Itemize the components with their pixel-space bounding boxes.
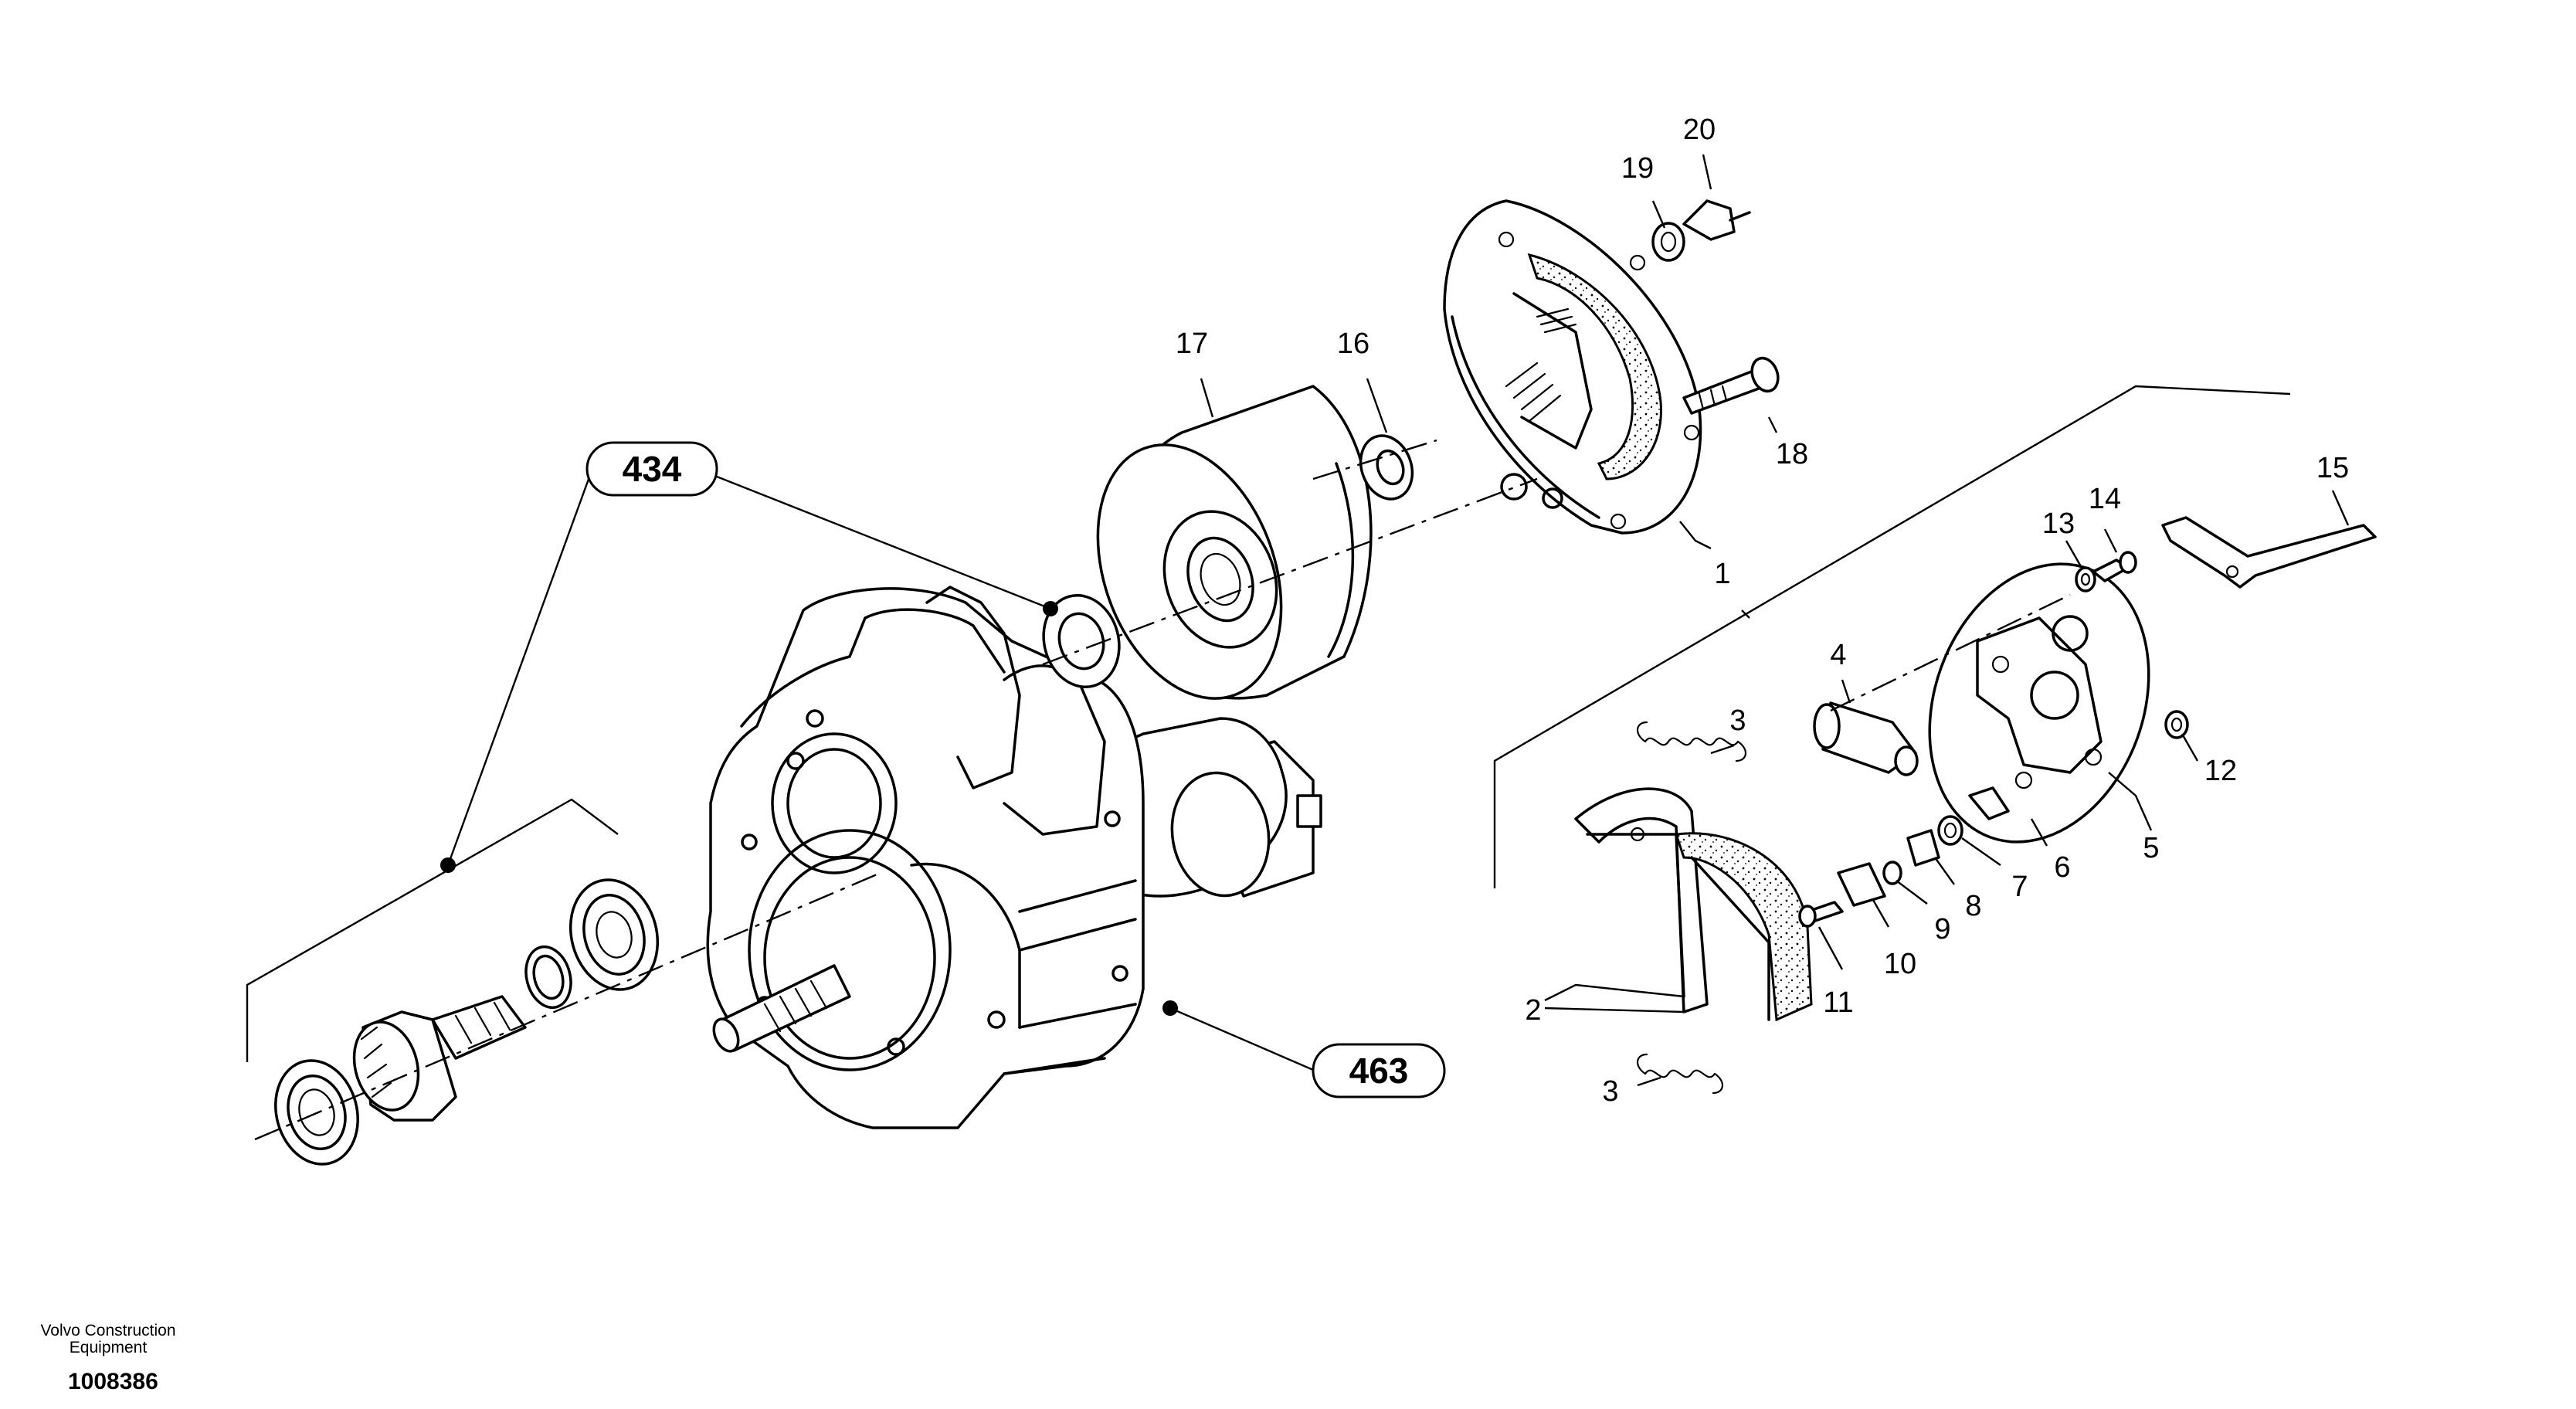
part-label-12: 12 (2204, 755, 2237, 787)
part-label-3-upper: 3 (1729, 704, 1746, 737)
part-label-7: 7 (2011, 871, 2028, 903)
part-label-4: 4 (1830, 639, 1846, 671)
part-label-15: 15 (2316, 452, 2349, 484)
part-label-3-lower: 3 (1602, 1075, 1618, 1108)
part-label-20: 20 (1683, 114, 1716, 146)
reference-dots (440, 601, 1178, 1016)
group-ref-434[interactable]: 434 (585, 441, 718, 497)
bolt-14 (2092, 551, 2137, 582)
part-label-11: 11 (1823, 986, 1853, 1019)
part-label-14: 14 (2089, 483, 2121, 515)
brake-shoes-2 (1574, 787, 1813, 1022)
small-hardware-6-11 (1798, 786, 2010, 928)
group-bracket-right (1493, 385, 2291, 888)
part-label-1: 1 (1714, 558, 1730, 590)
bolt-18 (1682, 356, 1780, 415)
part-label-19: 19 (1621, 152, 1654, 185)
group-ref-434-label: 434 (623, 449, 682, 489)
bleeder-fitting-20 (1682, 199, 1751, 241)
part-label-10: 10 (1884, 948, 1916, 980)
group-ref-463[interactable]: 463 (1312, 1043, 1446, 1098)
part-label-16: 16 (1337, 328, 1369, 360)
part-label-6: 6 (2054, 851, 2070, 884)
adjuster-lever-15 (2161, 516, 2377, 589)
input-shaft-assembly (274, 593, 1121, 1166)
brake-assembly (1443, 199, 1702, 535)
washer-19 (1651, 222, 1685, 262)
company-name-line2: Equipment (69, 1339, 148, 1356)
spring-3-upper (1637, 721, 1746, 762)
wheel-cylinder-4 (1813, 701, 1919, 776)
part-label-9: 9 (1934, 913, 1950, 946)
part-label-17: 17 (1176, 328, 1208, 360)
part-label-2: 2 (1525, 994, 1541, 1027)
backing-plate (1928, 562, 2150, 844)
nut (1359, 434, 1414, 501)
illustration-number: 1008386 (68, 1369, 158, 1394)
transmission-housing (706, 586, 1322, 1129)
leader-lines (446, 154, 2350, 1087)
washer-13 (2075, 566, 2096, 592)
group-ref-463-label: 463 (1349, 1051, 1409, 1091)
part-label-13: 13 (2042, 508, 2075, 540)
spring-3-lower (1637, 1053, 1723, 1095)
center-lines (254, 439, 2071, 1141)
part-label-8: 8 (1965, 890, 1981, 922)
part-label-18: 18 (1776, 438, 1808, 470)
brake-drum (1096, 385, 1373, 700)
company-name-line1: Volvo Construction (40, 1322, 176, 1339)
group-bracket-left (246, 798, 619, 1062)
company-name: Volvo Construction Equipment (31, 1322, 185, 1356)
plug-12 (2164, 710, 2189, 739)
part-label-5: 5 (2143, 832, 2159, 864)
part-labels: 1 2 3 3 4 5 6 7 8 9 10 11 12 13 14 15 16… (1176, 114, 2349, 1108)
